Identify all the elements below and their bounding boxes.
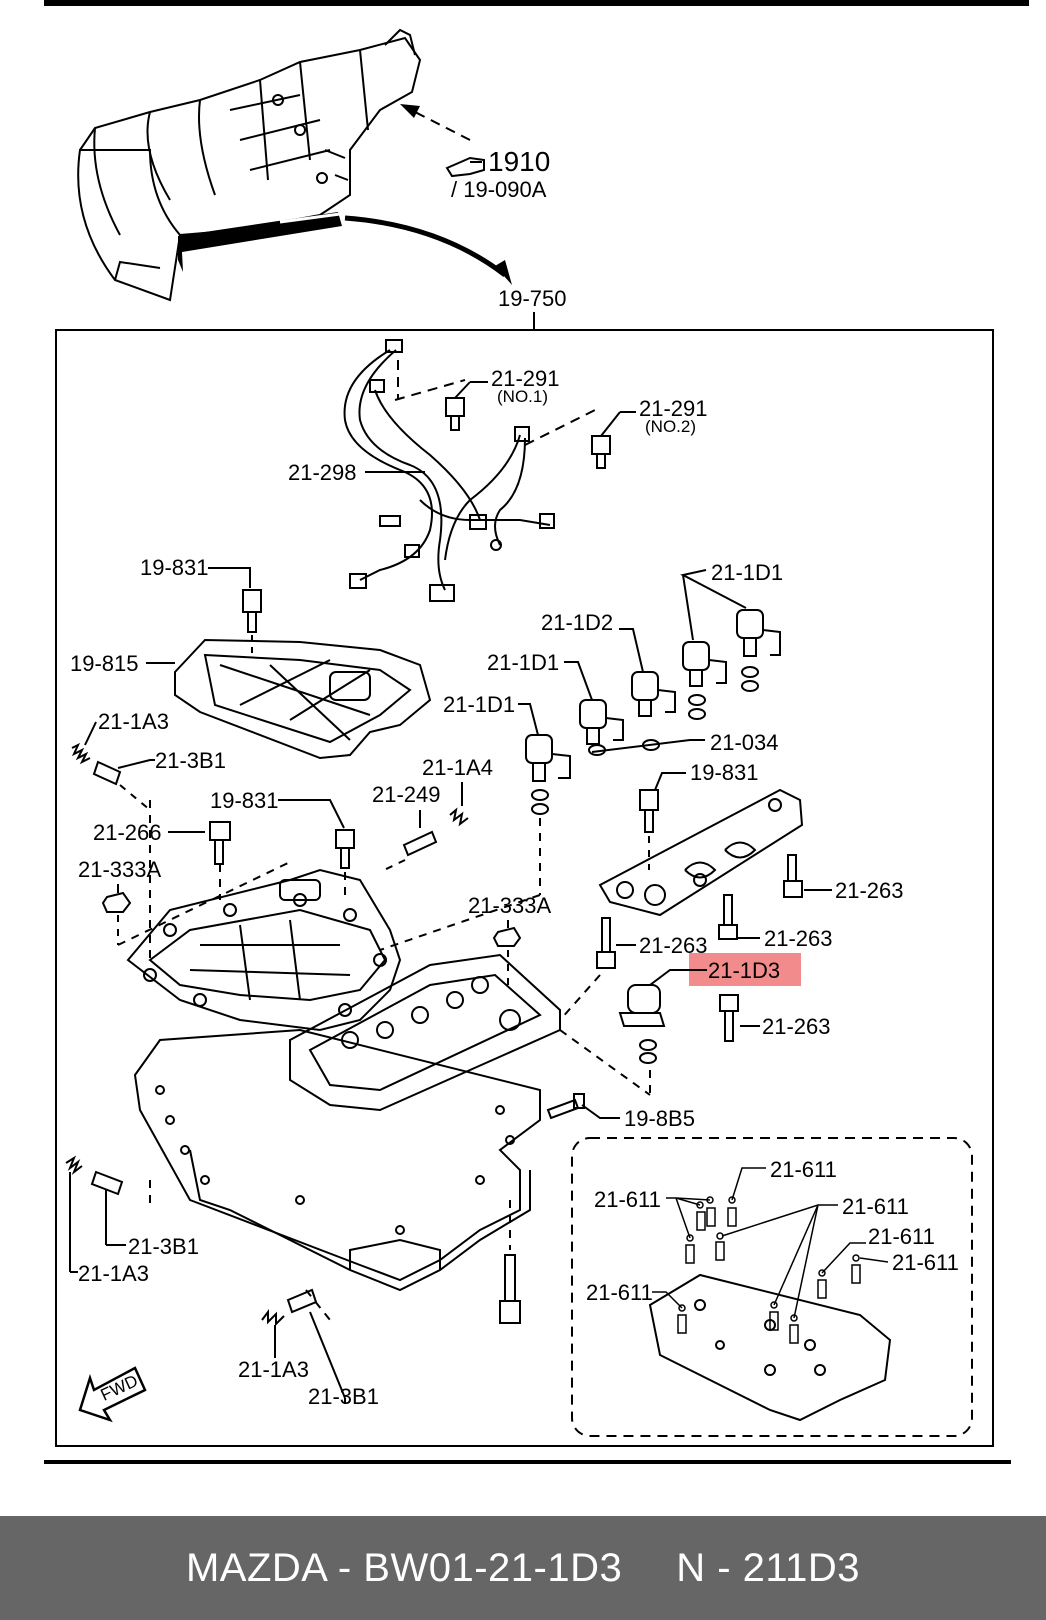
bolt-right-label: 19-831 [690,760,759,785]
bolt-8b5 [546,1093,585,1120]
ball-label-5: 21-611 [892,1250,959,1275]
ball-label-2: 21-611 [594,1187,661,1212]
pin-b1-low [286,1288,318,1314]
spring-a3-low [261,1309,285,1327]
bolt-263-a [783,854,803,898]
cover-label: 19-815 [70,651,139,676]
plug-266 [209,821,231,865]
bolt-mid [335,829,355,869]
spring-b1-bottom [65,1155,83,1175]
harness-label: 21-298 [288,460,357,485]
ball-label-3: 21-611 [842,1194,909,1219]
bolt-263-c [596,917,616,969]
speed-sensor-2 [591,435,611,469]
spring-a3-top [71,742,91,765]
inset-check-balls [678,1196,860,1322]
sensor2-note: (NO.2) [645,417,696,436]
oring-label: 21-034 [710,730,779,755]
oil-pan-section [178,212,342,272]
target-part-highlight [689,953,801,986]
spring-b1-bottom-label: 21-3B1 [128,1234,199,1259]
bottom-border [44,1460,1011,1464]
bolt-top [242,589,262,633]
top-border [44,0,1029,6]
solenoid-left-1 [525,734,571,815]
spring-a3-bottom-label: 21-1A3 [78,1261,149,1286]
spring-a3-low-label: 21-1A3 [238,1357,309,1382]
bolt-8b5-label: 19-8B5 [624,1106,695,1131]
bolt-right [639,789,659,833]
speed-sensor-1 [445,397,465,431]
brand-part-number: MAZDA - BW01-21-1D3 [185,1545,623,1590]
transmission-illustration [77,28,422,302]
solenoid-d2-label: 21-1D2 [541,610,613,635]
pin-b1-low-label: 21-3B1 [308,1384,379,1409]
nut-333a-left [101,891,132,913]
solenoid-r1-label: 21-1D1 [711,560,783,585]
valve-body-base [189,1149,531,1292]
bolt-mid-label: 19-831 [210,788,279,813]
spring-a3-top-label: 21-1A3 [98,709,169,734]
separator-plate-right [598,788,804,917]
bolt-263-d [719,994,739,1042]
pin-b1-top [92,760,122,786]
dashed-guides [117,800,651,1321]
fwd-arrow-icon [78,1366,147,1423]
pin-b1-top-label: 21-3B1 [155,748,226,773]
separator-plate-lower [133,1028,541,1282]
ball-label-4: 21-611 [868,1224,935,1249]
ball-label-6: 21-611 [586,1280,653,1305]
solenoid-mid-1 [579,699,624,745]
assembly-frame [55,329,994,1447]
solenoid-m1-label: 21-1D1 [487,650,559,675]
bolt-top-label: 19-831 [140,555,209,580]
assembly-label: 19-750 [498,286,567,311]
bolt-263-a-label: 21-263 [835,878,904,903]
solenoid-d3 [618,984,666,1064]
inset-valve-body [648,1273,892,1422]
hand-pointer-icon [445,156,485,178]
bolt-263-b-label: 21-263 [764,926,833,951]
valve-body-cover [174,638,432,760]
pin-249 [402,830,438,857]
solenoid-d3-label: 21-1D3 [708,958,780,983]
inset-springs [677,1207,861,1344]
bolt-263-d-label: 21-263 [762,1014,831,1039]
nut-333a-left-label: 21-333A [78,857,162,882]
valve-body-upper [126,868,402,1032]
spring-a4-label: 21-1A4 [422,755,493,780]
nut-333a-right [492,926,522,947]
exploded-parts-diagram: 1910 / 19-090A 19-750 21-298 21-291 (NO.… [44,0,1029,1464]
solenoid-d2 [631,671,676,717]
ball-label-1: 21-611 [770,1157,837,1182]
valve-body-lower [289,953,561,1112]
sensor1-label: 21-291 [491,366,560,391]
wiring-harness [343,339,555,602]
spring-a4 [449,807,469,827]
part-number-text: MAZDA - BW01-21-1D3 N - 211D3 [186,1546,860,1591]
solenoid-right-1 [736,609,781,692]
ref-sub-label: / 19-090A [451,177,547,202]
alt-part-number: N - 211D3 [676,1545,861,1590]
pin-b1-bottom [90,1170,124,1196]
sensor2-label: 21-291 [639,396,708,421]
sensor1-note: (NO.1) [497,387,548,406]
solenoid-right-2 [682,641,727,720]
part-number-banner: MAZDA - BW01-21-1D3 N - 211D3 [0,1516,1046,1620]
callout-curve [344,215,507,277]
ref-main-label: 1910 [488,146,550,177]
inset-leaders [652,1167,889,1319]
pin-249-label: 21-249 [372,782,441,807]
bolt-bottom [499,1254,521,1324]
solenoid-l1-label: 21-1D1 [443,692,515,717]
bolt-263-b [718,894,738,940]
plug-266-label: 21-266 [93,820,162,845]
